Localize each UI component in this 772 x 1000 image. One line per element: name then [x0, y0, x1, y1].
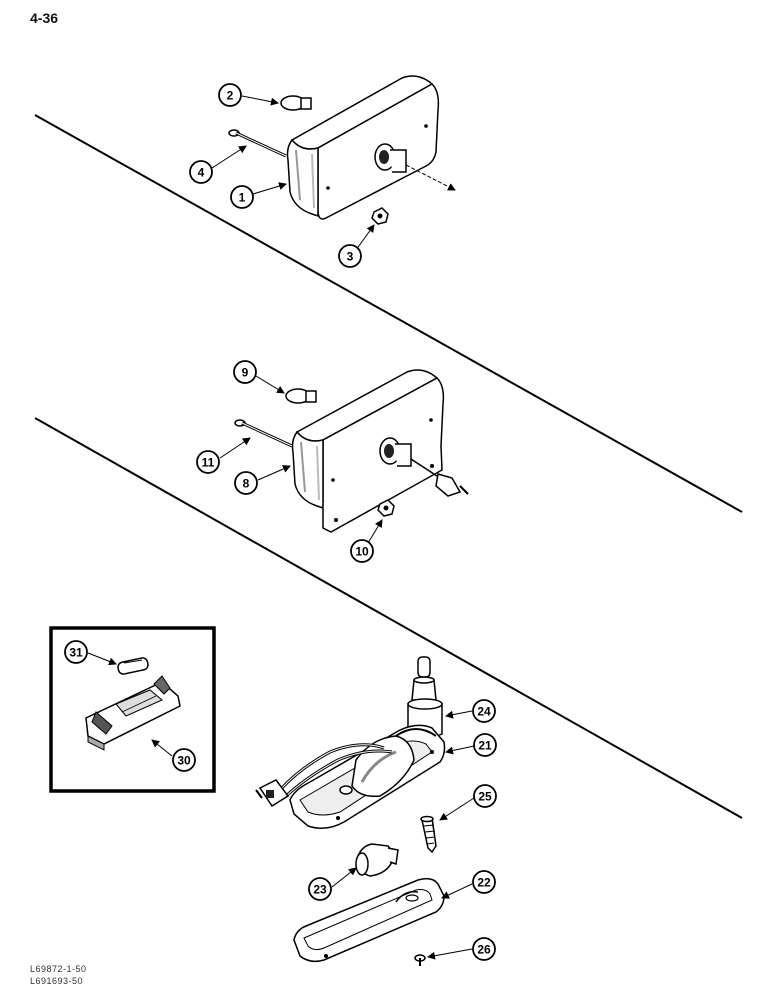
separator-line-2: [34, 417, 743, 819]
callout-24: 24: [472, 699, 496, 723]
svg-text:9: 9: [242, 366, 249, 380]
bulb-23: [355, 843, 399, 877]
inset-frame: [49, 626, 216, 793]
callout-9: 9: [233, 360, 257, 384]
svg-text:31: 31: [69, 646, 83, 660]
svg-text:22: 22: [477, 876, 491, 890]
figure-code-1: L69872-1-50: [30, 964, 87, 974]
screw-4: [228, 129, 287, 158]
lamp-housing-30: [85, 675, 181, 751]
callout-3: 3: [338, 244, 362, 268]
svg-text:1: 1: [239, 191, 246, 205]
callout-1: 1: [230, 185, 254, 209]
screw-26: [414, 954, 426, 966]
screw-25: [420, 815, 437, 854]
screw-11: [234, 419, 293, 448]
bulb-31: [117, 657, 149, 675]
figure-code-2: L691693-50: [30, 976, 84, 986]
lens-22: [293, 877, 445, 963]
callout-25: 25: [473, 784, 497, 808]
callout-8: 8: [234, 471, 258, 495]
nut-10: [377, 499, 395, 517]
svg-text:10: 10: [355, 545, 369, 559]
svg-text:11: 11: [202, 456, 215, 470]
callout-26: 26: [472, 937, 496, 961]
bulb-9: [285, 388, 317, 404]
callout-21: 21: [473, 733, 497, 757]
svg-text:4: 4: [198, 166, 205, 180]
leader-lines: [87, 95, 475, 960]
lamp-assembly-1: [286, 75, 456, 220]
svg-text:24: 24: [477, 705, 491, 719]
callout-10: 10: [350, 539, 374, 563]
lamp-assembly-8: [291, 369, 469, 533]
nut-3: [371, 207, 389, 225]
svg-text:8: 8: [243, 477, 250, 491]
callout-31: 31: [64, 640, 88, 664]
svg-text:30: 30: [177, 754, 191, 768]
page-number: 4-36: [30, 10, 59, 26]
bulb-2: [280, 95, 312, 111]
callout-22: 22: [472, 870, 496, 894]
callout-30: 30: [172, 748, 196, 772]
svg-text:25: 25: [478, 790, 492, 804]
callout-4: 4: [189, 160, 213, 184]
separator-line-1: [34, 114, 743, 513]
svg-text:23: 23: [313, 883, 327, 897]
svg-text:26: 26: [477, 943, 491, 957]
callout-23: 23: [308, 877, 332, 901]
lamp-base-21: [255, 724, 446, 829]
svg-text:21: 21: [478, 739, 492, 753]
svg-text:2: 2: [227, 89, 234, 103]
svg-text:3: 3: [347, 250, 354, 264]
callout-11: 11: [196, 450, 220, 474]
callout-2: 2: [218, 83, 242, 107]
